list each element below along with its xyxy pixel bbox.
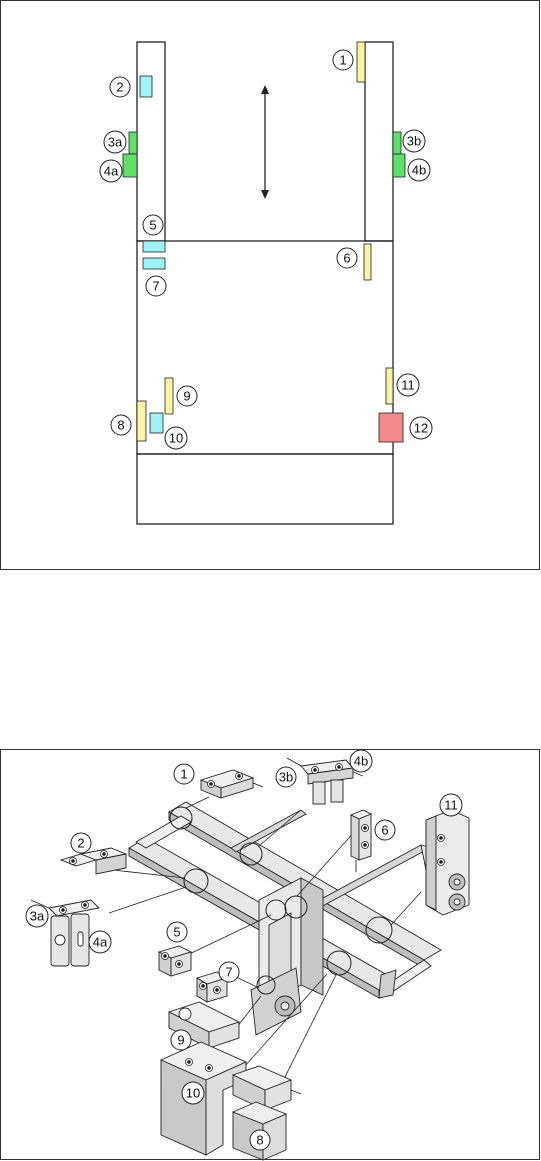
part-6 [351,810,371,872]
callout-4a: 4a [104,164,119,179]
callout-9: 9 [183,389,190,404]
schematic-diagram: 1 2 3a 3b 4a 4b 5 6 7 8 9 10 11 12 [1,1,541,571]
ex-callout-6: 6 [381,823,388,838]
ex-callout-4b: 4b [354,754,368,769]
sensor-4a [123,154,137,177]
part-11 [426,810,469,915]
callout-3a: 3a [108,135,123,150]
sensor-8 [137,401,146,441]
ex-callout-8: 8 [256,1133,263,1148]
ex-callout-1: 1 [180,767,187,782]
callout-1: 1 [339,53,346,68]
part-1 [201,770,263,798]
travel-arrow [261,85,269,199]
ex-callout-3a: 3a [30,909,45,924]
part-2 [61,848,126,874]
right-upright [365,42,393,241]
sensor-12 [379,413,403,442]
callout-7: 7 [152,279,159,294]
part-5 [159,946,191,976]
callout-4b: 4b [412,163,426,178]
ex-callout-5: 5 [173,925,180,940]
sensor-6 [364,244,371,280]
ex-callout-9: 9 [177,1033,184,1048]
sensor-10 [150,413,163,433]
exploded-view-panel: 1 2 3a 3b 4a 4b 5 6 7 8 9 10 11 [0,749,540,1160]
callout-3b: 3b [407,134,421,149]
sensor-3a [129,132,137,154]
callout-2: 2 [116,80,123,95]
exploded-view-diagram: 1 2 3a 3b 4a 4b 5 6 7 8 9 10 11 [1,750,541,1161]
sensor-11 [386,368,393,404]
left-upright [137,42,165,241]
ex-callout-2: 2 [77,836,84,851]
sensor-5 [143,241,165,252]
ex-callout-11: 11 [444,798,458,813]
callout-5: 5 [149,218,156,233]
schematic-panel: 1 2 3a 3b 4a 4b 5 6 7 8 9 10 11 12 [0,0,540,570]
callout-11: 11 [401,378,415,393]
base-block [137,454,393,524]
ex-callout-10: 10 [186,1086,200,1101]
sensor-4b [393,154,405,177]
carriage-body [137,241,393,454]
sensor-9 [165,378,173,414]
ex-callout-3b: 3b [279,770,293,785]
callout-8: 8 [117,418,124,433]
callout-10: 10 [169,431,183,446]
sensor-3b [393,132,401,154]
ex-callout-7: 7 [225,965,232,980]
sensor-7 [143,258,165,269]
sensor-1 [357,42,365,82]
ex-callout-4a: 4a [93,935,108,950]
callout-12: 12 [414,421,428,436]
callout-6: 6 [343,251,350,266]
sensor-2 [140,76,152,97]
